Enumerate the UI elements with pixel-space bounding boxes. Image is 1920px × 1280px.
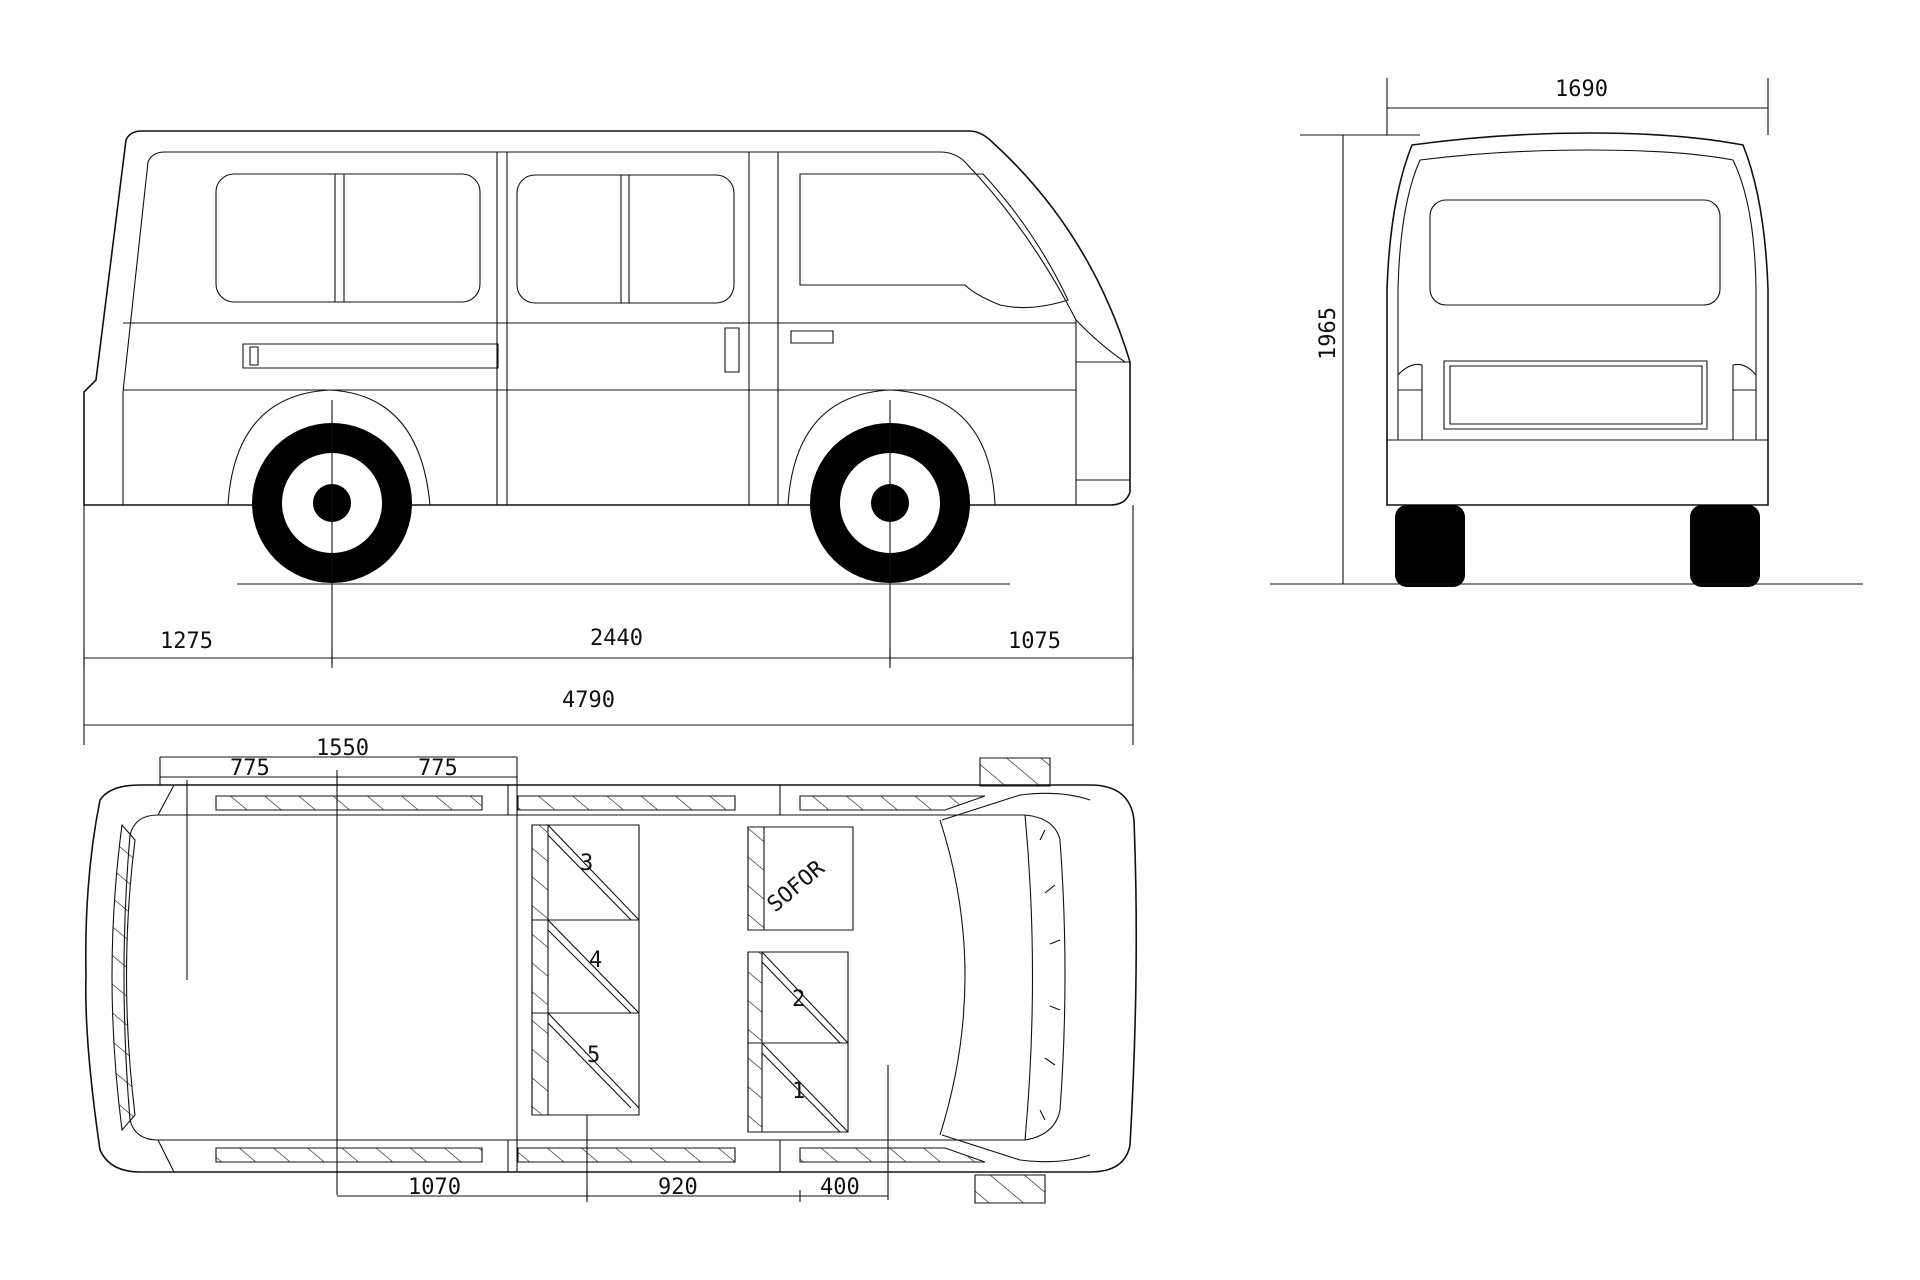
dim-wheelbase: 2440	[590, 626, 643, 651]
rear-right-tire	[1690, 505, 1760, 587]
driver-label: SOFOR	[763, 855, 830, 917]
seat-3-label: 3	[580, 851, 593, 876]
dim-floor-b: 920	[658, 1175, 698, 1200]
dim-height: 1965	[1316, 307, 1341, 360]
dim-rear-cabin-half-a: 775	[230, 756, 270, 781]
top-dimensions: 1550 775 775 1070 920 400	[160, 736, 888, 1202]
seat-2-label: 2	[792, 987, 805, 1012]
top-view: 3 4 5 SOFOR 2 1	[86, 758, 1136, 1203]
seat-1-label: 1	[792, 1079, 805, 1104]
dim-rear-cabin-half-b: 775	[418, 756, 458, 781]
seat-5-label: 5	[587, 1043, 600, 1068]
front-seats: SOFOR 2 1	[748, 827, 853, 1132]
dim-total-length: 4790	[562, 688, 615, 713]
rear-view	[1270, 133, 1863, 587]
side-body-outline	[84, 131, 1130, 505]
dim-floor-a: 1070	[408, 1175, 461, 1200]
rear-dimensions: 1690 1965	[1300, 77, 1768, 584]
rear-seat-bench: 3 4 5	[532, 825, 639, 1115]
dim-width: 1690	[1555, 77, 1608, 102]
side-dimensions: 1275 2440 1075 4790	[84, 505, 1133, 745]
dim-rear-overhang: 1075	[1008, 629, 1061, 654]
dim-floor-c: 400	[820, 1175, 860, 1200]
dim-rear-cabin: 1550	[316, 736, 369, 761]
seat-4-label: 4	[589, 948, 602, 973]
rear-left-tire	[1395, 505, 1465, 587]
side-view	[84, 131, 1130, 665]
dim-front-overhang: 1275	[160, 629, 213, 654]
